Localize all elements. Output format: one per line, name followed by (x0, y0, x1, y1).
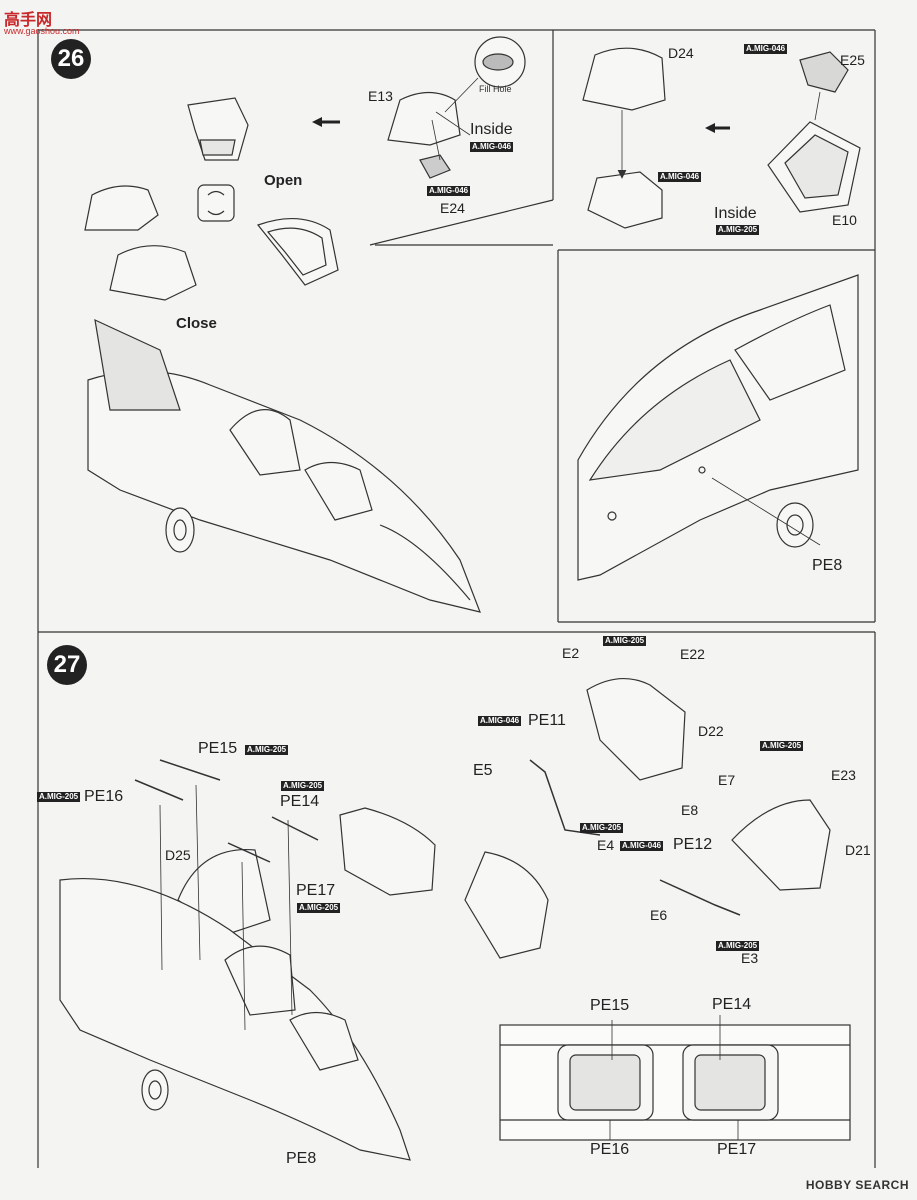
paint-callout: A.MIG-046 (427, 186, 471, 196)
part-pe15: PE15 (198, 740, 238, 757)
part-pe8-step27: PE8 (286, 1150, 317, 1167)
paint-callout: A.MIG-046 (658, 172, 702, 182)
part-e24: E24 (440, 200, 465, 216)
paint-callout: A.MIG-205 (297, 903, 341, 913)
part-d25: D25 (165, 847, 191, 863)
inset-part-pe15: PE15 (590, 997, 630, 1014)
part-e3: E3 (741, 950, 759, 966)
site-url: www.gaoshou.com (4, 26, 80, 36)
open-label: Open (264, 172, 303, 189)
part-e10: E10 (832, 212, 857, 228)
part-e4: E4 (597, 837, 615, 853)
part-pe16: PE16 (84, 788, 124, 805)
part-e2: E2 (562, 645, 580, 661)
step-26-badge: 26 (51, 39, 91, 79)
step-27-badge: 27 (47, 645, 87, 685)
paint-callout: A.MIG-046 (470, 142, 514, 152)
inset-part-pe16: PE16 (590, 1141, 630, 1158)
paint-callout: A.MIG-205 (603, 636, 647, 646)
paint-callout: A.MIG-205 (716, 941, 760, 951)
inside-label-1: Inside (470, 121, 513, 138)
paint-callout: A.MIG-205 (760, 741, 804, 751)
part-e6: E6 (650, 907, 668, 923)
hobby-search-logo: HOBBY SEARCH (805, 1178, 909, 1192)
inside-label-2: Inside (714, 205, 757, 222)
paint-callout: A.MIG-046 (478, 716, 522, 726)
paint-callout: A.MIG-205 (245, 745, 289, 755)
part-pe17: PE17 (296, 882, 336, 899)
close-label: Close (176, 315, 217, 332)
paint-callout: A.MIG-046 (744, 44, 788, 54)
paint-callout: A.MIG-205 (281, 781, 325, 791)
part-pe11: PE11 (528, 712, 566, 729)
part-d21: D21 (845, 842, 871, 858)
part-e7: E7 (718, 772, 736, 788)
part-e25: E25 (840, 52, 865, 68)
part-pe12: PE12 (673, 836, 713, 853)
paint-callout: A.MIG-205 (716, 225, 760, 235)
part-e13: E13 (368, 88, 393, 104)
inset-part-pe17: PE17 (717, 1141, 757, 1158)
part-e5: E5 (473, 762, 493, 779)
paint-callout: A.MIG-205 (580, 823, 624, 833)
part-pe14: PE14 (280, 793, 320, 810)
part-e22: E22 (680, 646, 705, 662)
paint-callout: A.MIG-046 (620, 841, 664, 851)
part-e23: E23 (831, 767, 856, 783)
inset-part-pe14: PE14 (712, 996, 752, 1013)
paint-callout: A.MIG-205 (37, 792, 81, 802)
part-d24: D24 (668, 45, 694, 61)
part-d22: D22 (698, 723, 724, 739)
part-e8: E8 (681, 802, 699, 818)
fill-hole-label: Fill Hole (479, 84, 512, 94)
part-pe8-step26: PE8 (812, 557, 843, 574)
site-logo: 高手网 (4, 12, 53, 29)
